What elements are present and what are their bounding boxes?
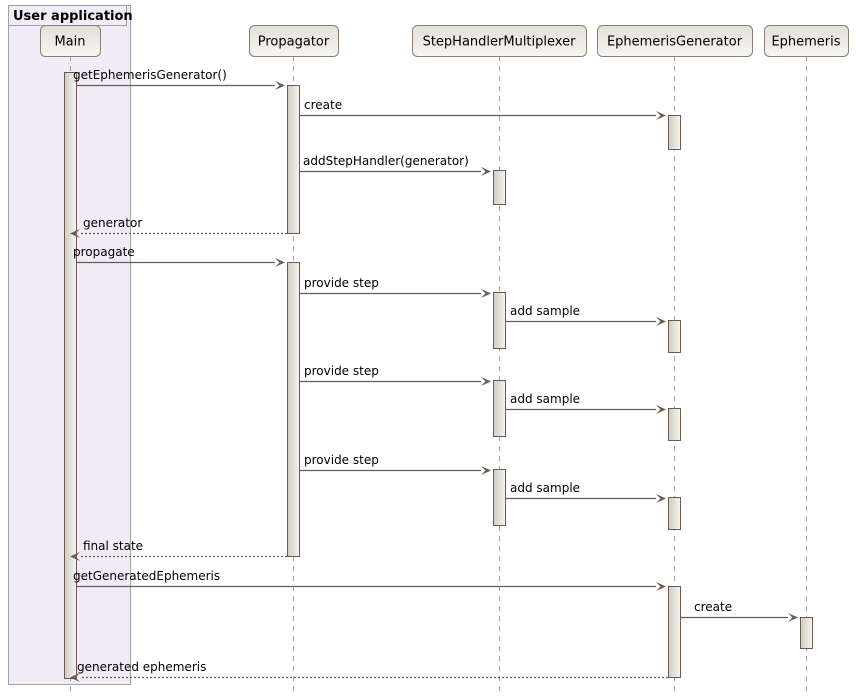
activation-bar-ephemerisgenerator-11 xyxy=(668,586,681,678)
message-label-m9: add sample xyxy=(510,392,580,406)
message-label-m8: provide step xyxy=(304,364,379,378)
activation-bar-main-0 xyxy=(64,72,77,679)
message-arrowhead-m13 xyxy=(656,582,666,591)
activation-bar-propagator-4 xyxy=(287,262,300,557)
messages-layer: getEphemerisGenerator() create addStepHand… xyxy=(70,68,798,682)
message-arrowhead-m10 xyxy=(481,466,491,475)
message-label-m14: create xyxy=(694,600,732,614)
message-label-m1: getEphemerisGenerator() xyxy=(73,68,227,82)
message-label-m15: generated ephemeris xyxy=(77,660,206,674)
message-arrowhead-m14 xyxy=(788,613,798,622)
message-label-m11: add sample xyxy=(510,481,580,495)
frame-title: User application xyxy=(13,9,133,24)
participant-box-ephemerisgenerator[interactable] xyxy=(597,25,753,57)
activation-bar-ephemerisgenerator-8 xyxy=(668,408,681,441)
participant-box-stephandlermultiplexer[interactable] xyxy=(412,25,587,57)
participant-label-stephandlermultiplexer: StepHandlerMultiplexer xyxy=(423,35,576,50)
message-label-m6: provide step xyxy=(304,276,379,290)
activation-bar-ephemerisgenerator-6 xyxy=(668,320,681,353)
message-label-m13: getGeneratedEphemeris xyxy=(73,569,220,583)
message-arrowhead-m9 xyxy=(656,405,666,414)
message-arrowhead-m3 xyxy=(481,167,491,176)
participants-layer: Main Propagator StepHandlerMultiplexer Ephe… xyxy=(40,25,849,57)
message-arrowhead-m8 xyxy=(481,377,491,386)
participant-label-ephemeris: Ephemeris xyxy=(771,35,840,50)
activation-bar-ephemeris-12 xyxy=(800,617,813,649)
message-arrowhead-m4 xyxy=(70,229,80,238)
message-label-m5: propagate xyxy=(73,245,135,259)
activation-bar-stephandlermultiplexer-5 xyxy=(493,292,506,349)
message-arrowhead-m5 xyxy=(275,258,285,267)
activation-bar-propagator-1 xyxy=(287,85,300,234)
message-label-m4: generator xyxy=(83,216,142,230)
activation-bar-stephandlermultiplexer-9 xyxy=(493,469,506,526)
activation-bar-stephandlermultiplexer-7 xyxy=(493,380,506,437)
participant-box-ephemeris[interactable] xyxy=(764,25,849,57)
participant-label-propagator: Propagator xyxy=(258,35,330,50)
activations-layer xyxy=(64,72,813,679)
participant-box-propagator[interactable] xyxy=(249,25,339,57)
message-arrowhead-m1 xyxy=(275,81,285,90)
message-arrowhead-m6 xyxy=(481,289,491,298)
message-label-m10: provide step xyxy=(304,453,379,467)
activation-bar-stephandlermultiplexer-3 xyxy=(493,170,506,205)
message-arrowhead-m15 xyxy=(70,673,80,682)
message-label-m7: add sample xyxy=(510,304,580,318)
message-label-m12: final state xyxy=(83,539,143,553)
message-arrowhead-m11 xyxy=(656,494,666,503)
participant-label-ephemerisgenerator: EphemerisGenerator xyxy=(607,35,743,50)
activation-bar-ephemerisgenerator-10 xyxy=(668,497,681,530)
activation-bar-ephemerisgenerator-2 xyxy=(668,115,681,150)
message-label-m2: create xyxy=(304,98,342,112)
participant-box-main[interactable] xyxy=(40,25,101,57)
message-arrowhead-m7 xyxy=(656,317,666,326)
message-arrowhead-m2 xyxy=(656,111,666,120)
message-arrowhead-m12 xyxy=(70,552,80,561)
message-label-m3: addStepHandler(generator) xyxy=(303,154,469,168)
participant-label-main: Main xyxy=(54,35,85,50)
